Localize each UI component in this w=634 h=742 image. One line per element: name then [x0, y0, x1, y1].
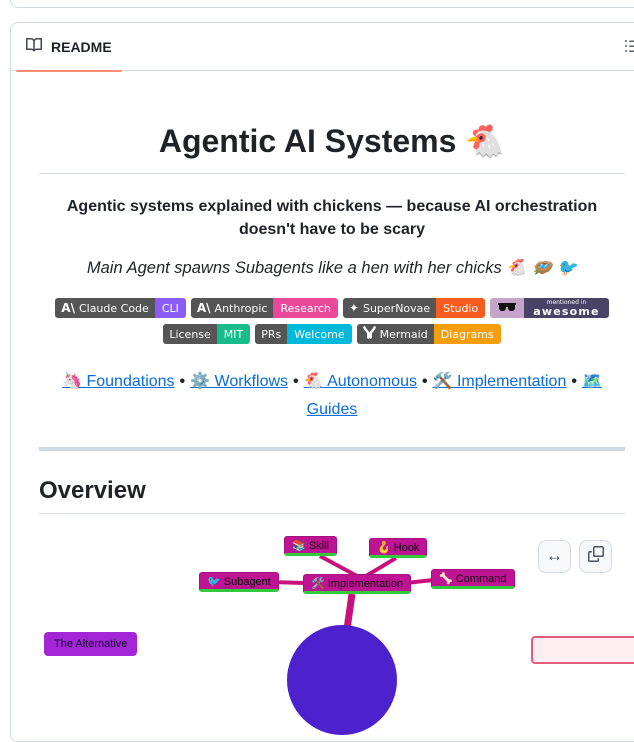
badges-section: A\Claude Code CLI A\Anthropic Research ✦…	[39, 298, 625, 345]
badge-left-label: PRs	[261, 327, 282, 341]
badge-left-label: Claude Code	[78, 301, 149, 315]
badge-right-label: Welcome	[287, 324, 352, 345]
outline-toggle-button[interactable]	[615, 33, 634, 61]
sunglasses-icon	[490, 298, 525, 319]
mindmap-node-command[interactable]: 🦴 Command	[431, 568, 515, 589]
sparkle-icon: ✦	[348, 301, 359, 316]
readme-tab-label: README	[51, 38, 112, 55]
section-nav: 🦄 Foundations•⚙️ Workflows•🐔 Autonomous•…	[39, 368, 625, 422]
readme-content: Agentic AI Systems 🐔 Agentic systems exp…	[11, 71, 634, 735]
mindmap-node-partial	[531, 635, 634, 664]
badge-left-label: Mermaid	[379, 327, 428, 341]
diagram-expand-button[interactable]: ↔	[538, 539, 571, 573]
badge-left-label: Anthropic	[214, 301, 268, 315]
badge-left-label: License	[169, 327, 211, 341]
nav-link-workflows[interactable]: ⚙️ Workflows	[190, 373, 289, 391]
nav-separator: •	[571, 373, 577, 391]
section-divider	[39, 446, 625, 451]
overview-heading: Overview	[39, 477, 625, 514]
subtitle: Agentic systems explained with chickens …	[66, 198, 598, 238]
mindmap-center-circle	[287, 624, 397, 735]
nav-separator: •	[293, 373, 299, 391]
readme-card: README Agentic AI Systems 🐔 Agentic syst…	[10, 22, 634, 742]
anthropic-logo-icon: A\	[196, 301, 211, 316]
badge-claude-code-cli[interactable]: A\Claude Code CLI	[55, 298, 186, 319]
badge-right-label: MIT	[216, 324, 251, 345]
badge-anthropic-research[interactable]: A\Anthropic Research	[190, 298, 338, 319]
book-icon	[26, 37, 43, 56]
awesome-badge-bottom-text: awesome	[533, 305, 600, 319]
badge-right-label: CLI	[154, 298, 186, 319]
badge-right-label: Research	[273, 298, 338, 319]
badge-row-1: A\Claude Code CLI A\Anthropic Research ✦…	[55, 298, 609, 319]
hammer-wrench-icon: 🛠️	[432, 373, 453, 391]
gear-icon: ⚙️	[190, 373, 211, 391]
active-tab-indicator	[16, 69, 122, 72]
mermaid-logo-icon	[362, 326, 376, 342]
map-icon: 🗺️	[581, 373, 602, 391]
tagline: Main Agent spawns Subagents like a hen w…	[86, 259, 578, 278]
unicorn-icon: 🦄	[62, 373, 83, 391]
badge-supernovae-studio[interactable]: ✦SuperNovae Studio	[342, 298, 486, 319]
previous-card-bottom-edge	[10, 0, 634, 8]
nav-separator: •	[179, 373, 186, 391]
chicken-icon: 🐔	[303, 373, 324, 391]
mindmap-node-skill[interactable]: 📚 Skill	[284, 535, 337, 556]
tab-readme[interactable]: README	[13, 23, 125, 72]
mindmap-node-the-alternative[interactable]: The Alternative	[44, 631, 138, 656]
readme-card-header: README	[11, 23, 634, 72]
horizontal-expand-icon: ↔	[546, 546, 563, 566]
badge-license-mit[interactable]: License MIT	[163, 324, 251, 345]
mindmap-node-hook[interactable]: 🪝 Hook	[369, 537, 428, 558]
badge-prs-welcome[interactable]: PRs Welcome	[255, 324, 352, 345]
badge-right-label: Diagrams	[433, 324, 501, 345]
page-title: Agentic AI Systems 🐔	[39, 121, 625, 174]
mindmap-node-subagent[interactable]: 🐦 Subagent	[199, 571, 279, 592]
badge-left-label: SuperNovae	[362, 301, 431, 315]
nav-link-foundations[interactable]: 🦄 Foundations	[62, 373, 175, 391]
nav-link-guides[interactable]: 🗺️Guides	[306, 373, 602, 418]
nav-link-autonomous[interactable]: 🐔 Autonomous	[303, 373, 417, 391]
badge-row-2: License MIT PRs Welcome Mermaid Diagrams	[163, 324, 501, 345]
awesome-badge-top-text: mentioned in	[546, 298, 587, 306]
diagram-edges	[268, 554, 434, 630]
badge-mentioned-in-awesome[interactable]: mentioned in awesome	[490, 298, 609, 319]
badge-right-label: Studio	[436, 298, 486, 319]
mindmap-node-implementation[interactable]: 🛠️ Implementation	[303, 573, 411, 594]
nav-link-implementation[interactable]: 🛠️ Implementation	[432, 373, 567, 391]
anthropic-logo-icon: A\	[61, 301, 75, 316]
nav-separator: •	[421, 373, 428, 391]
copy-icon	[587, 545, 604, 567]
list-unordered-icon	[624, 38, 634, 57]
mermaid-mindmap-diagram: 📚 Skill 🪝 Hook 🐦 Subagent 🛠️ Implementat…	[39, 522, 634, 735]
badge-mermaid-diagrams[interactable]: Mermaid Diagrams	[356, 324, 501, 345]
diagram-copy-button[interactable]	[579, 539, 612, 573]
